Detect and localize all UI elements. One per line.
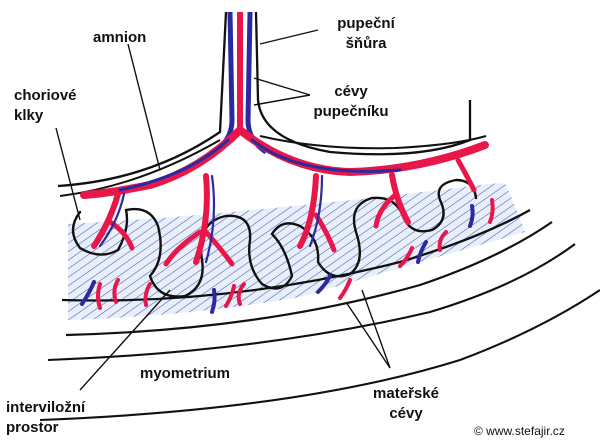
label-chorionic-villi: choriové klky: [14, 86, 77, 126]
label-umbilical-vessels-line-2: pupečníku: [313, 103, 389, 120]
label-chorionic-villi-line-1: choriové: [14, 87, 77, 104]
amnion-membrane: [57, 11, 228, 188]
label-umbilical-cord-line-2: šňůra: [345, 35, 387, 52]
chorionic-plate-right: [259, 135, 487, 150]
label-intervillous-space-line-2: prostor: [6, 419, 59, 436]
label-umbilical-cord-line-1: pupeční: [337, 15, 395, 32]
uterine-wall-line-1: [61, 208, 531, 302]
label-intervillous-space-line-1: interviložní: [6, 399, 86, 416]
label-umbilical-vessels-line-1: cévy: [334, 83, 368, 100]
label-myometrium: myometrium: [140, 365, 231, 382]
label-maternal-vessels-line-2: cévy: [389, 405, 423, 422]
label-maternal-vessels-line-1: mateřské: [373, 385, 439, 402]
label-amnion: amnion: [93, 29, 147, 46]
label-umbilical-vessels: cévy pupečníku: [296, 82, 406, 122]
fetal-vessel-tree: [80, 126, 489, 267]
label-intervillous-space: interviložní prostor: [6, 398, 85, 438]
uterine-wall-line-3: [47, 243, 576, 362]
maternal-vessels: [80, 198, 495, 314]
leader-lines: [55, 29, 391, 391]
chorionic-plate-left: [59, 139, 221, 197]
label-umbilical-cord: pupeční šňůra: [322, 14, 410, 54]
uterine-wall-line-2: [65, 221, 553, 337]
label-maternal-vessels: mateřské cévy: [366, 384, 446, 424]
amnion-membrane-right: [254, 11, 472, 156]
uterine-wall-line-4: [39, 289, 600, 422]
decidua-tissue: [68, 183, 525, 320]
label-chorionic-villi-line-2: klky: [14, 107, 44, 124]
credit-text: © www.stefajir.cz: [474, 424, 565, 438]
